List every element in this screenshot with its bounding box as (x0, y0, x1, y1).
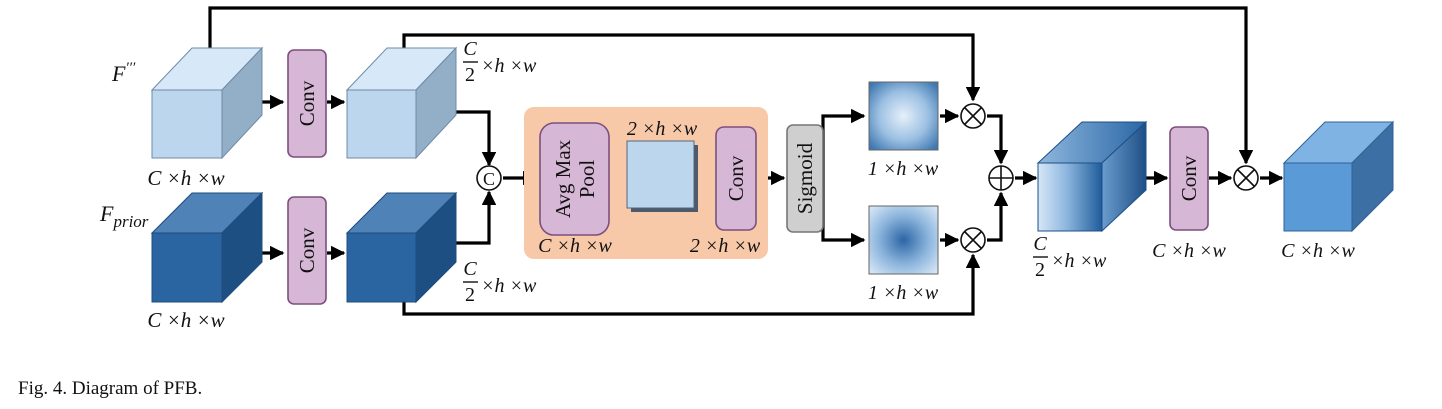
dim-after-conv: C ×h ×w (1152, 240, 1226, 262)
add-op (988, 165, 1014, 191)
avg-max-pool-block: Avg Max Pool (539, 122, 610, 236)
cube-merged (1036, 120, 1148, 233)
svg-text:Sigmoid: Sigmoid (793, 142, 817, 214)
cube-half-bottom (345, 191, 458, 304)
svg-text:2: 2 (465, 64, 475, 86)
multiply-op-bottom (960, 227, 986, 253)
svg-text:×h ×w: ×h ×w (481, 55, 537, 77)
svg-text:Conv: Conv (295, 227, 319, 273)
svg-text:C: C (483, 169, 495, 189)
dim-pool-out: 2 ×h ×w (627, 118, 698, 140)
label-f-prior: Fprior (99, 201, 149, 231)
cube-f-top (150, 46, 264, 160)
concat-op: C (476, 165, 502, 191)
dim-map-bottom: 1 ×h ×w (868, 282, 939, 304)
dim-half-bottom: C 2 ×h ×w (463, 258, 537, 306)
svg-text:2: 2 (1035, 259, 1045, 281)
dim-in-bottom: C ×h ×w (147, 308, 224, 332)
svg-text:×h ×w: ×h ×w (1051, 250, 1107, 272)
multiply-op-final (1233, 165, 1259, 191)
dim-half-top: C 2 ×h ×w (463, 38, 537, 86)
arrow-sigmoid-to-bottom-map (821, 178, 866, 248)
arrow-mult-top-to-add (987, 114, 1009, 165)
svg-text:C: C (1033, 233, 1047, 255)
cube-f-prior (150, 191, 264, 304)
arrow-sigmoid-to-top-map (821, 108, 866, 178)
multiply-op-top (960, 103, 986, 129)
dim-conv-out: 2 ×h ×w (690, 235, 761, 257)
svg-text:Pool: Pool (575, 160, 599, 199)
svg-text:Conv: Conv (724, 155, 748, 201)
svg-text:2: 2 (465, 284, 475, 306)
svg-text:C: C (463, 38, 477, 60)
conv-block-attention: Conv (715, 126, 757, 231)
svg-text:Conv: Conv (1177, 155, 1201, 201)
svg-text:Avg Max: Avg Max (551, 139, 575, 218)
attention-map-bottom (868, 205, 939, 275)
cube-output (1282, 120, 1395, 233)
conv-block-top: Conv (287, 49, 327, 158)
conv-block-merged: Conv (1169, 126, 1209, 231)
svg-text:×h ×w: ×h ×w (481, 275, 537, 297)
dim-output: C ×h ×w (1281, 240, 1355, 262)
skip-half-bottom-to-mult (402, 253, 981, 316)
pooled-feature-map (626, 140, 698, 212)
attention-map-top (868, 81, 939, 151)
dim-merged: C 2 ×h ×w (1033, 233, 1107, 281)
cube-half-top (345, 46, 458, 160)
dim-pool-in: C ×h ×w (538, 235, 612, 257)
sigmoid-block: Sigmoid (786, 124, 824, 233)
svg-text:C: C (463, 258, 477, 280)
svg-text:Conv: Conv (295, 80, 319, 126)
conv-block-bottom: Conv (287, 196, 327, 305)
pfb-diagram: Conv Conv Avg Max Pool Conv Sigmoid Conv… (99, 6, 1395, 332)
skip-top-to-output (208, 6, 1254, 165)
dim-in-top: C ×h ×w (147, 166, 224, 190)
label-f-top: F′′′ (111, 60, 136, 86)
dim-map-top: 1 ×h ×w (868, 158, 939, 180)
arrow-mult-bottom-to-add (987, 191, 1009, 242)
figure-caption: Fig. 4. Diagram of PFB. (18, 378, 203, 399)
